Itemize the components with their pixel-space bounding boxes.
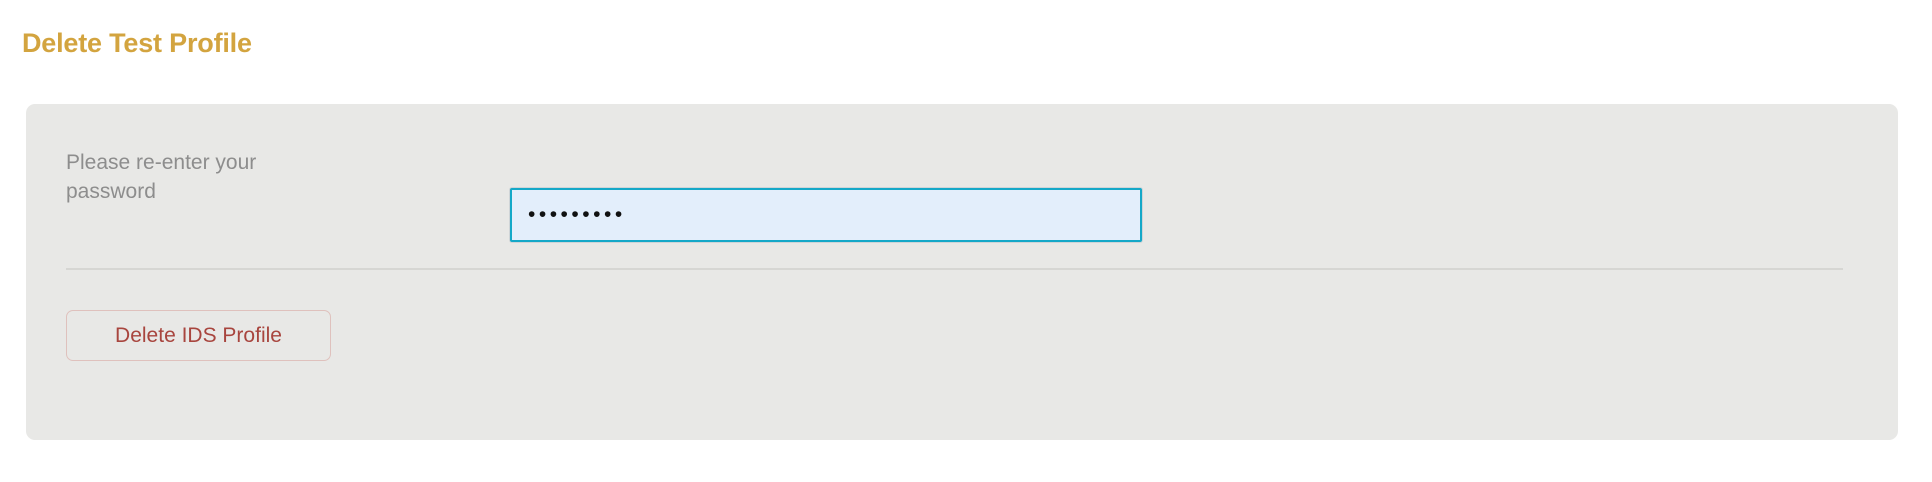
delete-profile-panel: Please re-enter your password Delete IDS… bbox=[26, 104, 1898, 440]
section-divider bbox=[66, 268, 1843, 270]
password-field-label: Please re-enter your password bbox=[66, 151, 257, 203]
delete-ids-profile-button[interactable]: Delete IDS Profile bbox=[66, 310, 331, 361]
password-form-row: Please re-enter your password bbox=[66, 142, 1856, 242]
password-input[interactable] bbox=[510, 188, 1142, 242]
page-title: Delete Test Profile bbox=[22, 28, 252, 58]
